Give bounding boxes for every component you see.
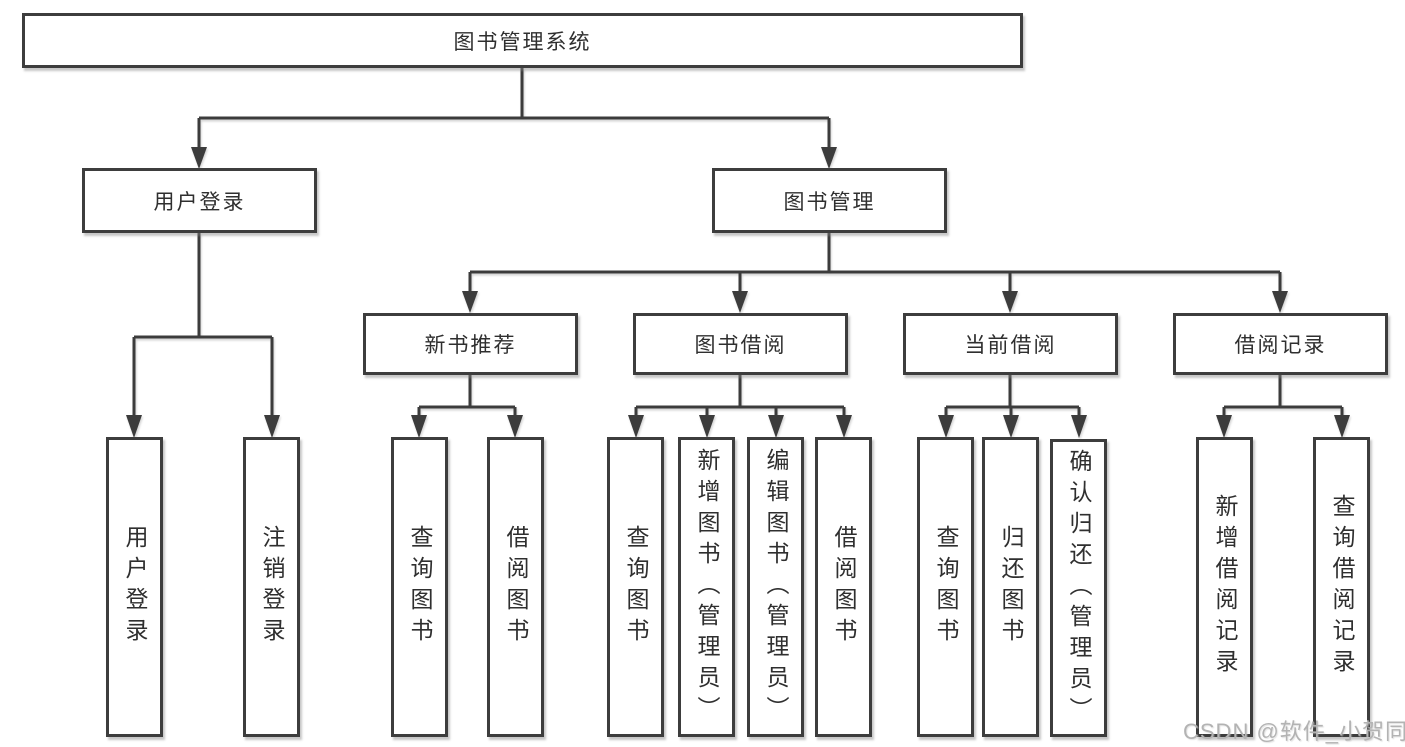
arrowhead-book-management (821, 147, 837, 169)
node-book-management: 图书管理 (712, 168, 947, 233)
node-current-borrow-label: 当前借阅 (964, 334, 1057, 357)
node-root: 图书管理系统 (22, 13, 1023, 68)
node-new-book-recommend-label: 新书推荐 (424, 334, 517, 357)
leaf-logout: 注销登录 (243, 437, 300, 737)
arrowhead-book-borrow (732, 291, 748, 313)
leaf-borrow-books-recommend: 借阅图书 (487, 437, 544, 737)
node-root-label: 图书管理系统 (453, 30, 592, 54)
node-user-login: 用户登录 (82, 168, 317, 233)
leaf-query-books-recommend: 查询图书 (391, 437, 448, 737)
arrowhead-new-book (462, 291, 478, 313)
node-book-management-label: 图书管理 (783, 190, 876, 214)
leaf-query-books-borrow: 查询图书 (607, 437, 664, 737)
node-book-borrow: 图书借阅 (633, 313, 848, 375)
node-new-book-recommend: 新书推荐 (363, 313, 578, 375)
arrowhead-user-login (191, 147, 207, 169)
node-borrow-records-label: 借阅记录 (1234, 334, 1327, 357)
leaf-query-borrow-record: 查询借阅记录 (1313, 437, 1370, 737)
node-borrow-records: 借阅记录 (1173, 313, 1388, 375)
leaf-add-borrow-record: 新增借阅记录 (1196, 437, 1253, 737)
node-current-borrow: 当前借阅 (903, 313, 1118, 375)
leaf-confirm-return-admin: 确认归还（管理员） (1050, 439, 1107, 737)
leaf-user-login: 用户登录 (106, 437, 163, 737)
leaf-return-books: 归还图书 (982, 437, 1039, 737)
node-book-borrow-label: 图书借阅 (694, 334, 787, 357)
leaf-add-books-admin: 新增图书（管理员） (678, 437, 735, 737)
arrowhead-leaf-user-login (126, 415, 142, 438)
watermark: CSDN @软件_小贺同学 (1183, 719, 1405, 744)
leaf-query-books-current: 查询图书 (917, 437, 974, 737)
leaf-edit-books-admin: 编辑图书（管理员） (747, 437, 804, 737)
node-user-login-label: 用户登录 (153, 190, 246, 214)
arrowhead-leaf-logout (264, 415, 280, 438)
arrowhead-borrow-records (1272, 291, 1288, 313)
leaf-borrow-books: 借阅图书 (815, 437, 872, 737)
arrowhead-current-borrow (1002, 291, 1018, 313)
